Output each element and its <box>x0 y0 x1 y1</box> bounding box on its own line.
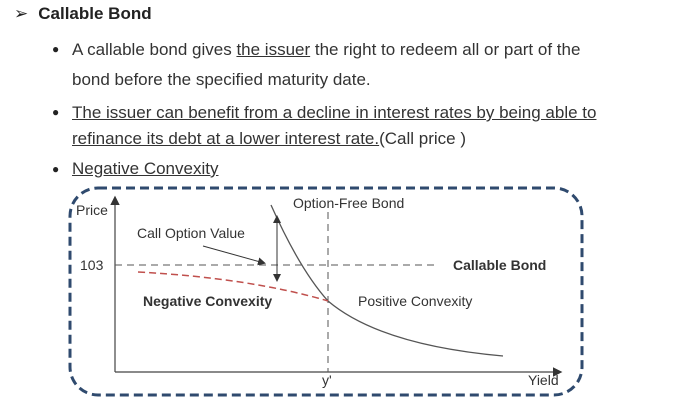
arrow-bullet-icon: ➢ <box>14 4 29 23</box>
callable-bond-label: Callable Bond <box>453 257 546 273</box>
option-free-curve <box>270 204 504 357</box>
bullet-1-line-1: A callable bond gives the issuer the rig… <box>72 40 581 59</box>
y-axis-label: Price <box>76 202 108 218</box>
title-text: Callable Bond <box>38 4 152 23</box>
option-free-label: Option-Free Bond <box>293 195 404 211</box>
section-title: ➢ Callable Bond <box>14 4 152 24</box>
bullet-2-line-2: refinance its debt at a lower interest r… <box>72 129 467 148</box>
bullet-2-line-1: The issuer can benefit from a decline in… <box>72 103 597 122</box>
bullet-3-line-1: Negative Convexity <box>72 159 219 178</box>
bullet-icon: ● <box>52 105 60 119</box>
pointer-arrow <box>202 245 266 266</box>
callable-curve <box>137 271 329 302</box>
price-level-label: 103 <box>80 257 104 273</box>
dashed-frame <box>68 186 584 397</box>
x-axis-label: Yield <box>528 372 559 388</box>
call-option-value-label: Call Option Value <box>137 225 245 241</box>
bullet-icon: ● <box>52 42 60 56</box>
positive-convexity-label: Positive Convexity <box>358 293 472 309</box>
bullet-1-line-2: bond before the specified maturity date. <box>72 70 371 89</box>
yield-mark-label: y' <box>322 372 332 388</box>
bullet-icon: ● <box>52 162 60 176</box>
negative-convexity-label: Negative Convexity <box>143 293 272 309</box>
